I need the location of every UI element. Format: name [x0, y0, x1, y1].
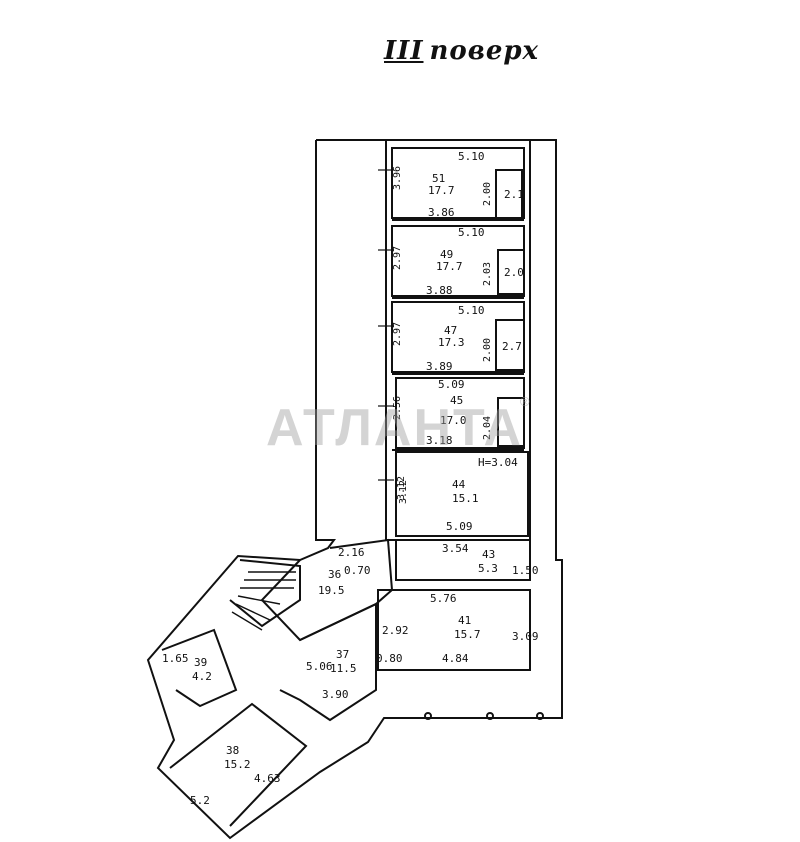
room-49-bottom: 3.88 [426, 284, 453, 297]
outer-wall [146, 139, 563, 840]
marker-circle [486, 712, 494, 720]
cubicle-47 [495, 319, 525, 371]
room-41-side: 3.09 [512, 630, 539, 643]
room-49-top: 5.10 [458, 226, 485, 239]
room-43-outline [395, 539, 531, 581]
room-49-side: 2.03 [482, 262, 493, 286]
room-44-bottom: 5.09 [446, 520, 473, 533]
room-49-area: 17.7 [436, 260, 463, 273]
marker-circle [536, 712, 544, 720]
room-36-top: 2.16 [338, 546, 365, 559]
room-44-side: 3.12 [398, 480, 409, 504]
room-41-top: 5.76 [430, 592, 457, 605]
room-39-outline [161, 628, 238, 708]
room-43-side: 1.50 [512, 564, 539, 577]
room-38-left: 5.2 [190, 794, 210, 807]
room-51-bottom: 3.86 [428, 206, 455, 219]
room-36-small: 0.70 [344, 564, 371, 577]
room-49-id: 49 [440, 248, 453, 261]
room-44-top: H=3.04 [478, 456, 518, 469]
room-41-left: 2.92 [382, 624, 409, 637]
room-47-id: 47 [444, 324, 457, 337]
room-44-outline [395, 451, 529, 537]
room-47-top: 5.10 [458, 304, 485, 317]
marker-circle [424, 712, 432, 720]
room-45-top: 5.09 [438, 378, 465, 391]
room-38-area: 15.2 [224, 758, 251, 771]
room-47-small: 2.7 [502, 340, 522, 353]
room-47-area: 17.3 [438, 336, 465, 349]
room-37-outline [279, 602, 377, 722]
room-41-bottom: 4.84 [442, 652, 469, 665]
room-44-id: 44 [452, 478, 466, 491]
left-dim: 2.56 [392, 396, 403, 420]
room-39-id: 39 [194, 656, 207, 669]
left-dim: 3.96 [392, 166, 403, 190]
room-37-bottom: 3.90 [322, 688, 349, 701]
stair-tread [237, 595, 281, 605]
room-41-id: 41 [458, 614, 471, 627]
room-51-id: 51 [432, 172, 445, 185]
room-36-id: 36 [328, 568, 341, 581]
floor-word: поверх [429, 36, 540, 66]
room-38-outline [169, 702, 308, 827]
cubicle-51 [495, 169, 523, 219]
room-51-small: 2.1 [504, 188, 524, 201]
cubicle-45 [497, 397, 525, 447]
room-43-top: 3.54 [442, 542, 469, 555]
cubicle-49 [497, 249, 525, 295]
floor-number: III [384, 36, 424, 66]
room-37-side: 5.06 [306, 660, 333, 673]
room-45-bottom: 3.18 [426, 434, 453, 447]
room-47-side: 2.00 [482, 338, 493, 362]
stair-tread [235, 603, 271, 621]
left-dim: 2.97 [392, 322, 403, 346]
left-dim: 2.97 [392, 246, 403, 270]
room-37-small: 0.80 [376, 652, 403, 665]
room-47-bottom: 3.89 [426, 360, 453, 373]
room-51-side: 2.00 [482, 182, 493, 206]
room-44-area: 15.1 [452, 492, 479, 505]
room-51-outline [391, 147, 525, 219]
room-41-outline [377, 589, 531, 671]
watermark-registered-mark: ® [520, 394, 530, 409]
room-45-area: 17.0 [440, 414, 467, 427]
room-39-side: 1.65 [162, 652, 189, 665]
room-45-id: 45 [450, 394, 463, 407]
room-37-id: 37 [336, 648, 349, 661]
room-39-area: 4.2 [192, 670, 212, 683]
room-36-area: 19.5 [318, 584, 345, 597]
room-38-id: 38 [226, 744, 239, 757]
room-37-area: 11.5 [330, 662, 357, 675]
stair-outline [229, 559, 301, 628]
left-dim: 3.12 [396, 476, 407, 500]
stair-tread [231, 611, 263, 631]
room-49-small: 2.0 [504, 266, 524, 279]
room-45-side: 2.04 [482, 416, 493, 440]
room-51-top: 5.10 [458, 150, 485, 163]
room-43-id: 43 [482, 548, 495, 561]
watermark-logo: АТЛАНТА [266, 399, 524, 457]
room-41-area: 15.7 [454, 628, 481, 641]
room-51-area: 17.7 [428, 184, 455, 197]
room-38-side: 4.63 [254, 772, 281, 785]
room-43-area: 5.3 [478, 562, 498, 575]
